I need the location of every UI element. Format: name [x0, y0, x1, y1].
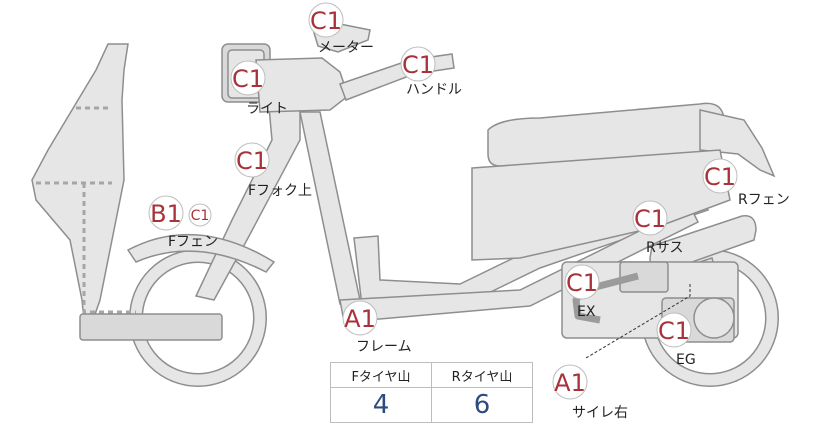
- grade-text: C1: [236, 147, 268, 175]
- badge-circle: [656, 312, 692, 348]
- grade-text: C1: [658, 317, 690, 345]
- grade-text: C1: [566, 269, 598, 297]
- part-label: EX: [577, 304, 596, 320]
- badge-circle: [400, 46, 436, 82]
- leader-line: [585, 284, 691, 359]
- rear-tread-value: 6: [431, 387, 533, 423]
- part-label: EG: [676, 352, 696, 368]
- badge-circle: [552, 364, 588, 400]
- badge-circle: [342, 300, 378, 336]
- grade-text: C1: [402, 51, 434, 79]
- badge-circle: [308, 2, 344, 38]
- badge-light: C1 ライト: [230, 60, 288, 117]
- badge-circle: [564, 264, 600, 300]
- sub-badge-circle: [188, 203, 212, 227]
- grade-text: A1: [554, 369, 586, 397]
- grade-text: C1: [232, 65, 264, 93]
- front-tread-value: 4: [330, 387, 432, 423]
- badge-meter: C1 メーター: [308, 2, 374, 56]
- rear-tread-header: Rタイヤ山: [431, 362, 533, 388]
- badge-muffler-right: A1 サイレ右: [552, 364, 628, 421]
- part-label: フレーム: [356, 339, 412, 355]
- part-label: サイレ右: [572, 405, 628, 421]
- exhaust-pipe: [572, 272, 639, 324]
- front-tread-header: Fタイヤ山: [330, 362, 432, 388]
- front-cowl: [31, 43, 223, 341]
- part-label: Fフォク上: [248, 183, 312, 199]
- part-label: Rサス: [646, 240, 683, 256]
- part-label: メーター: [318, 40, 374, 56]
- badge-handle: C1 ハンドル: [400, 46, 462, 98]
- badge-frame: A1 フレーム: [342, 300, 412, 355]
- front-fender: [126, 233, 276, 273]
- front-fork: [194, 95, 361, 305]
- part-label: Fフェン: [168, 234, 218, 250]
- tire-tread-table: Fタイヤ山 Rタイヤ山 4 6: [330, 362, 533, 423]
- grade-text: C1: [634, 205, 666, 233]
- part-label: Rフェン: [738, 192, 790, 208]
- badge-circle: [234, 142, 270, 178]
- badge-circle: [632, 200, 668, 236]
- grade-text: C1: [704, 163, 736, 191]
- part-label: ライト: [246, 101, 288, 117]
- grade-text: A1: [344, 305, 376, 333]
- badge-circle: [148, 195, 184, 231]
- grade-text: C1: [310, 7, 342, 35]
- part-label: ハンドル: [406, 82, 462, 98]
- grade-text: B1: [150, 200, 182, 228]
- rear-body: [471, 102, 776, 261]
- sub-grade-text: C1: [191, 208, 210, 224]
- badge-circle: [702, 158, 738, 194]
- badge-circle: [230, 60, 266, 96]
